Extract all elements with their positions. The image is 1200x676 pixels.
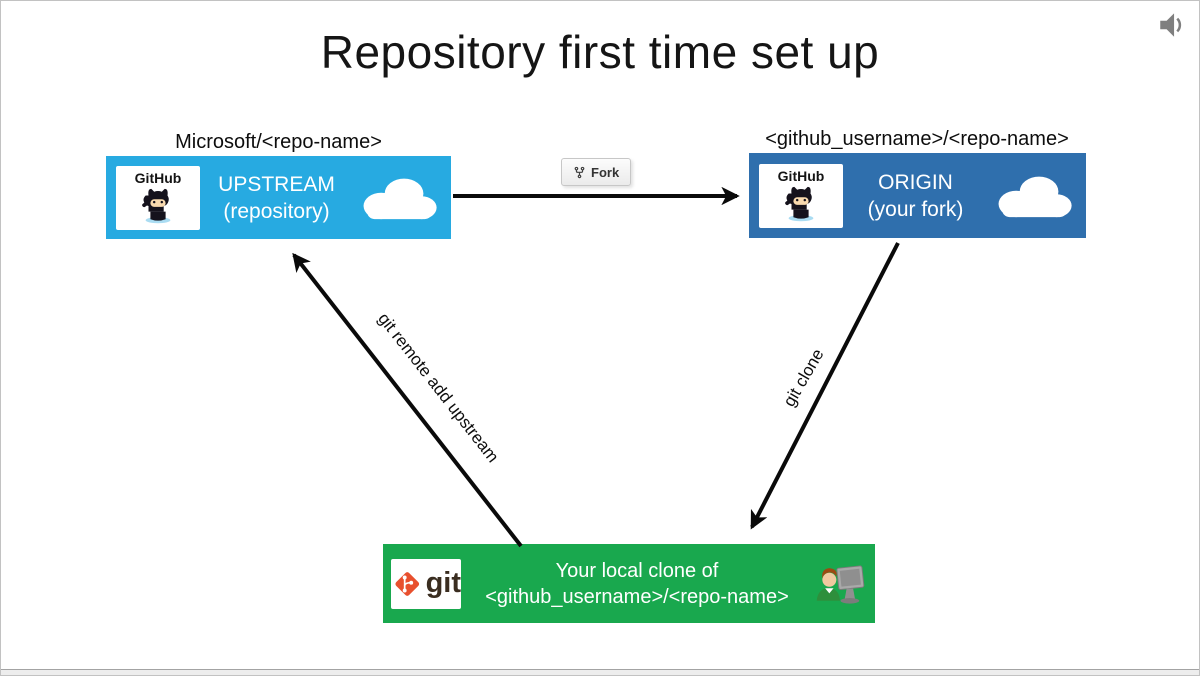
git-logo-badge: git bbox=[391, 558, 461, 609]
origin-subtitle: (your fork) bbox=[867, 197, 964, 221]
upstream-subtitle: (repository) bbox=[223, 199, 330, 223]
remote-add-upstream-label: git remote add upstream bbox=[374, 309, 503, 467]
git-logo-icon bbox=[395, 571, 420, 596]
local-clone-line1: Your local clone of bbox=[555, 559, 719, 582]
upstream-caption: Microsoft/<repo-name> bbox=[175, 131, 382, 153]
origin-title: ORIGIN bbox=[878, 170, 953, 194]
octocat-icon bbox=[785, 186, 814, 222]
window-bottom-edge bbox=[1, 669, 1199, 675]
person-at-computer-icon bbox=[816, 564, 865, 604]
git-clone-arrow bbox=[750, 242, 900, 530]
github-logo-badge: GitHub bbox=[759, 163, 843, 228]
upstream-title: UPSTREAM bbox=[218, 172, 335, 196]
octocat-icon bbox=[142, 188, 171, 224]
git-logo-label: git bbox=[425, 567, 461, 599]
local-clone-line2: <github_username>/<repo-name> bbox=[485, 585, 789, 608]
github-logo-badge: GitHub bbox=[116, 165, 200, 230]
fork-button-label: Fork bbox=[591, 164, 620, 180]
remote-add-upstream-arrow bbox=[292, 252, 523, 548]
github-logo-label: GitHub bbox=[134, 170, 182, 186]
origin-node: GitHub ORIGIN (your fork) bbox=[749, 153, 1086, 238]
speaker-icon[interactable] bbox=[1156, 10, 1190, 40]
upstream-node: GitHub UPSTREAM (repository) bbox=[106, 156, 451, 239]
origin-text: ORIGIN (your fork) bbox=[843, 169, 988, 223]
local-clone-node: git Your local clone of <github_username… bbox=[383, 544, 875, 623]
git-clone-label: git clone bbox=[779, 345, 828, 410]
fork-button: Fork bbox=[561, 158, 632, 186]
github-logo-label: GitHub bbox=[777, 168, 825, 184]
page-title: Repository first time set up bbox=[320, 26, 880, 78]
local-clone-text: Your local clone of <github_username>/<r… bbox=[461, 558, 813, 610]
cloud-icon bbox=[998, 176, 1072, 217]
repo-fork-icon bbox=[574, 166, 585, 178]
origin-caption: <github_username>/<repo-name> bbox=[765, 128, 1069, 150]
upstream-text: UPSTREAM (repository) bbox=[200, 171, 353, 225]
cloud-icon bbox=[363, 178, 437, 219]
